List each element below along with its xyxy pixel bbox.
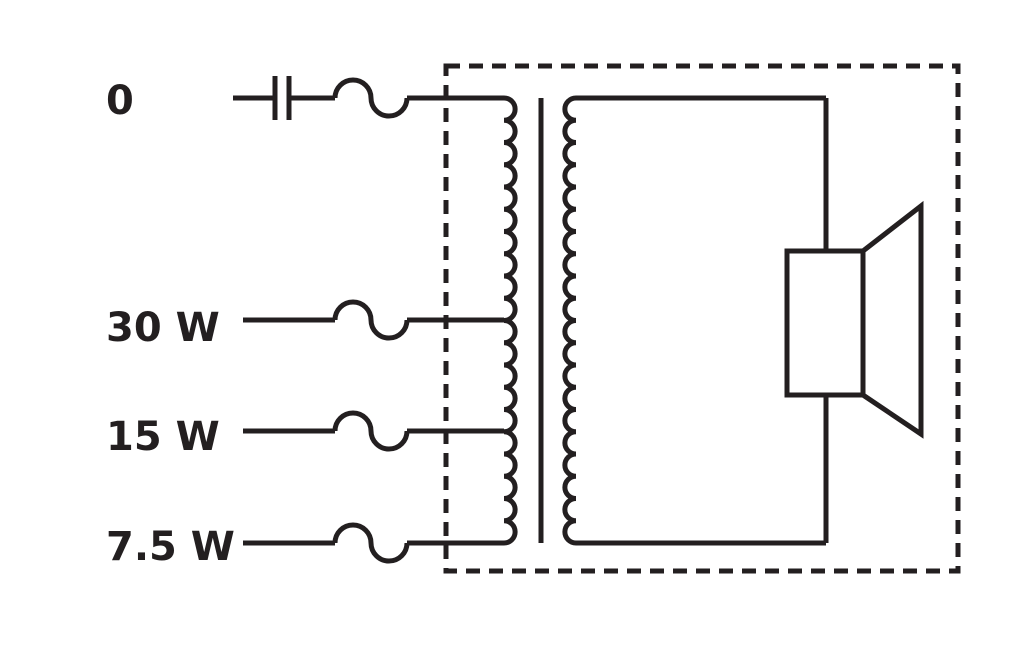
fuse-tap-7-5w [332,522,410,564]
tap-30w-line [243,299,504,341]
fuse-tap-0 [332,77,410,119]
loudspeaker-icon [784,200,924,439]
capacitor [272,76,292,120]
tap-15w-line [243,410,504,452]
transformer-primary-coil [503,95,518,546]
label-tap-15w: 15 W [106,414,220,460]
fuse-tap-15w [332,410,410,452]
tap-7-5w-line [243,522,504,564]
fuse-tap-30w [332,299,410,341]
secondary-wiring [576,95,829,546]
enclosure-dashed-box [443,63,961,574]
tap-0-line [233,76,504,120]
label-tap-0: 0 [106,78,134,124]
label-tap-7-5w: 7.5 W [106,524,235,570]
label-tap-30w: 30 W [106,305,220,351]
transformer-secondary-coil [562,95,577,546]
